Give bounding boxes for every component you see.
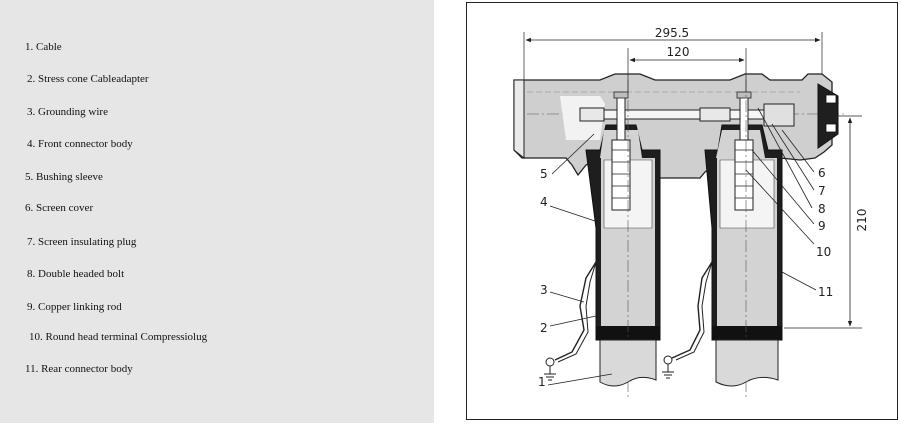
callout-1: 1	[538, 375, 546, 389]
callout-4: 4	[540, 195, 548, 209]
copper-linking-rod	[599, 109, 781, 120]
legend-item-grounding-wire: 3. Grounding wire	[27, 106, 108, 118]
legend-item-double-headed-bolt: 8. Double headed bolt	[27, 268, 125, 280]
legend-item-screen-insulating-plug: 7. Screen insulating plug	[27, 236, 137, 248]
left-grounding-wire	[544, 261, 597, 381]
callout-10: 10	[816, 245, 831, 259]
right-cable	[715, 339, 779, 387]
legend-item-copper-linking-rod: 9. Copper linking rod	[27, 301, 122, 313]
legend-item-front-connector-body: 4. Front connector body	[27, 138, 133, 150]
drawing-frame: 295.5 120 210	[466, 2, 898, 420]
legend-panel: 1. Cable 2. Stress cone Cableadapter 3. …	[0, 0, 434, 423]
dimension-height: 210	[784, 115, 869, 329]
left-stress-cone-base	[596, 326, 660, 340]
dimension-label-height: 210	[855, 209, 869, 232]
connector-cross-section-drawing: 295.5 120 210	[513, 26, 869, 400]
dimension-label-width: 295.5	[655, 26, 689, 40]
legend-item-round-head-terminal: 10. Round head terminal Compressiolug	[29, 331, 208, 343]
dimension-bushing-spacing: 120	[627, 45, 747, 92]
right-stress-cone-base	[712, 326, 782, 340]
legend-item-bushing-sleeve: 5. Bushing sleeve	[25, 171, 103, 183]
callout-5: 5	[540, 167, 548, 181]
left-terminal-lug	[611, 91, 631, 211]
screen-cover	[817, 83, 839, 149]
dimension-overall-width: 295.5	[523, 26, 823, 80]
callout-6: 6	[818, 166, 826, 180]
callout-11: 11	[818, 285, 833, 299]
callout-9: 9	[818, 219, 826, 233]
cable-entry-bore	[513, 79, 525, 160]
callout-2: 2	[540, 321, 548, 335]
right-grounding-wire	[662, 261, 713, 379]
dimension-label-spacing: 120	[667, 45, 690, 59]
legend-item-rear-connector-body: 11. Rear connector body	[25, 363, 133, 375]
legend-item-stress-cone: 2. Stress cone Cableadapter	[27, 73, 149, 85]
left-cable	[599, 339, 657, 387]
callout-3: 3	[540, 283, 548, 297]
callout-7: 7	[818, 184, 826, 198]
legend-item-cable: 1. Cable	[25, 41, 62, 53]
callout-8: 8	[818, 202, 826, 216]
legend-item-screen-cover: 6. Screen cover	[25, 202, 94, 214]
